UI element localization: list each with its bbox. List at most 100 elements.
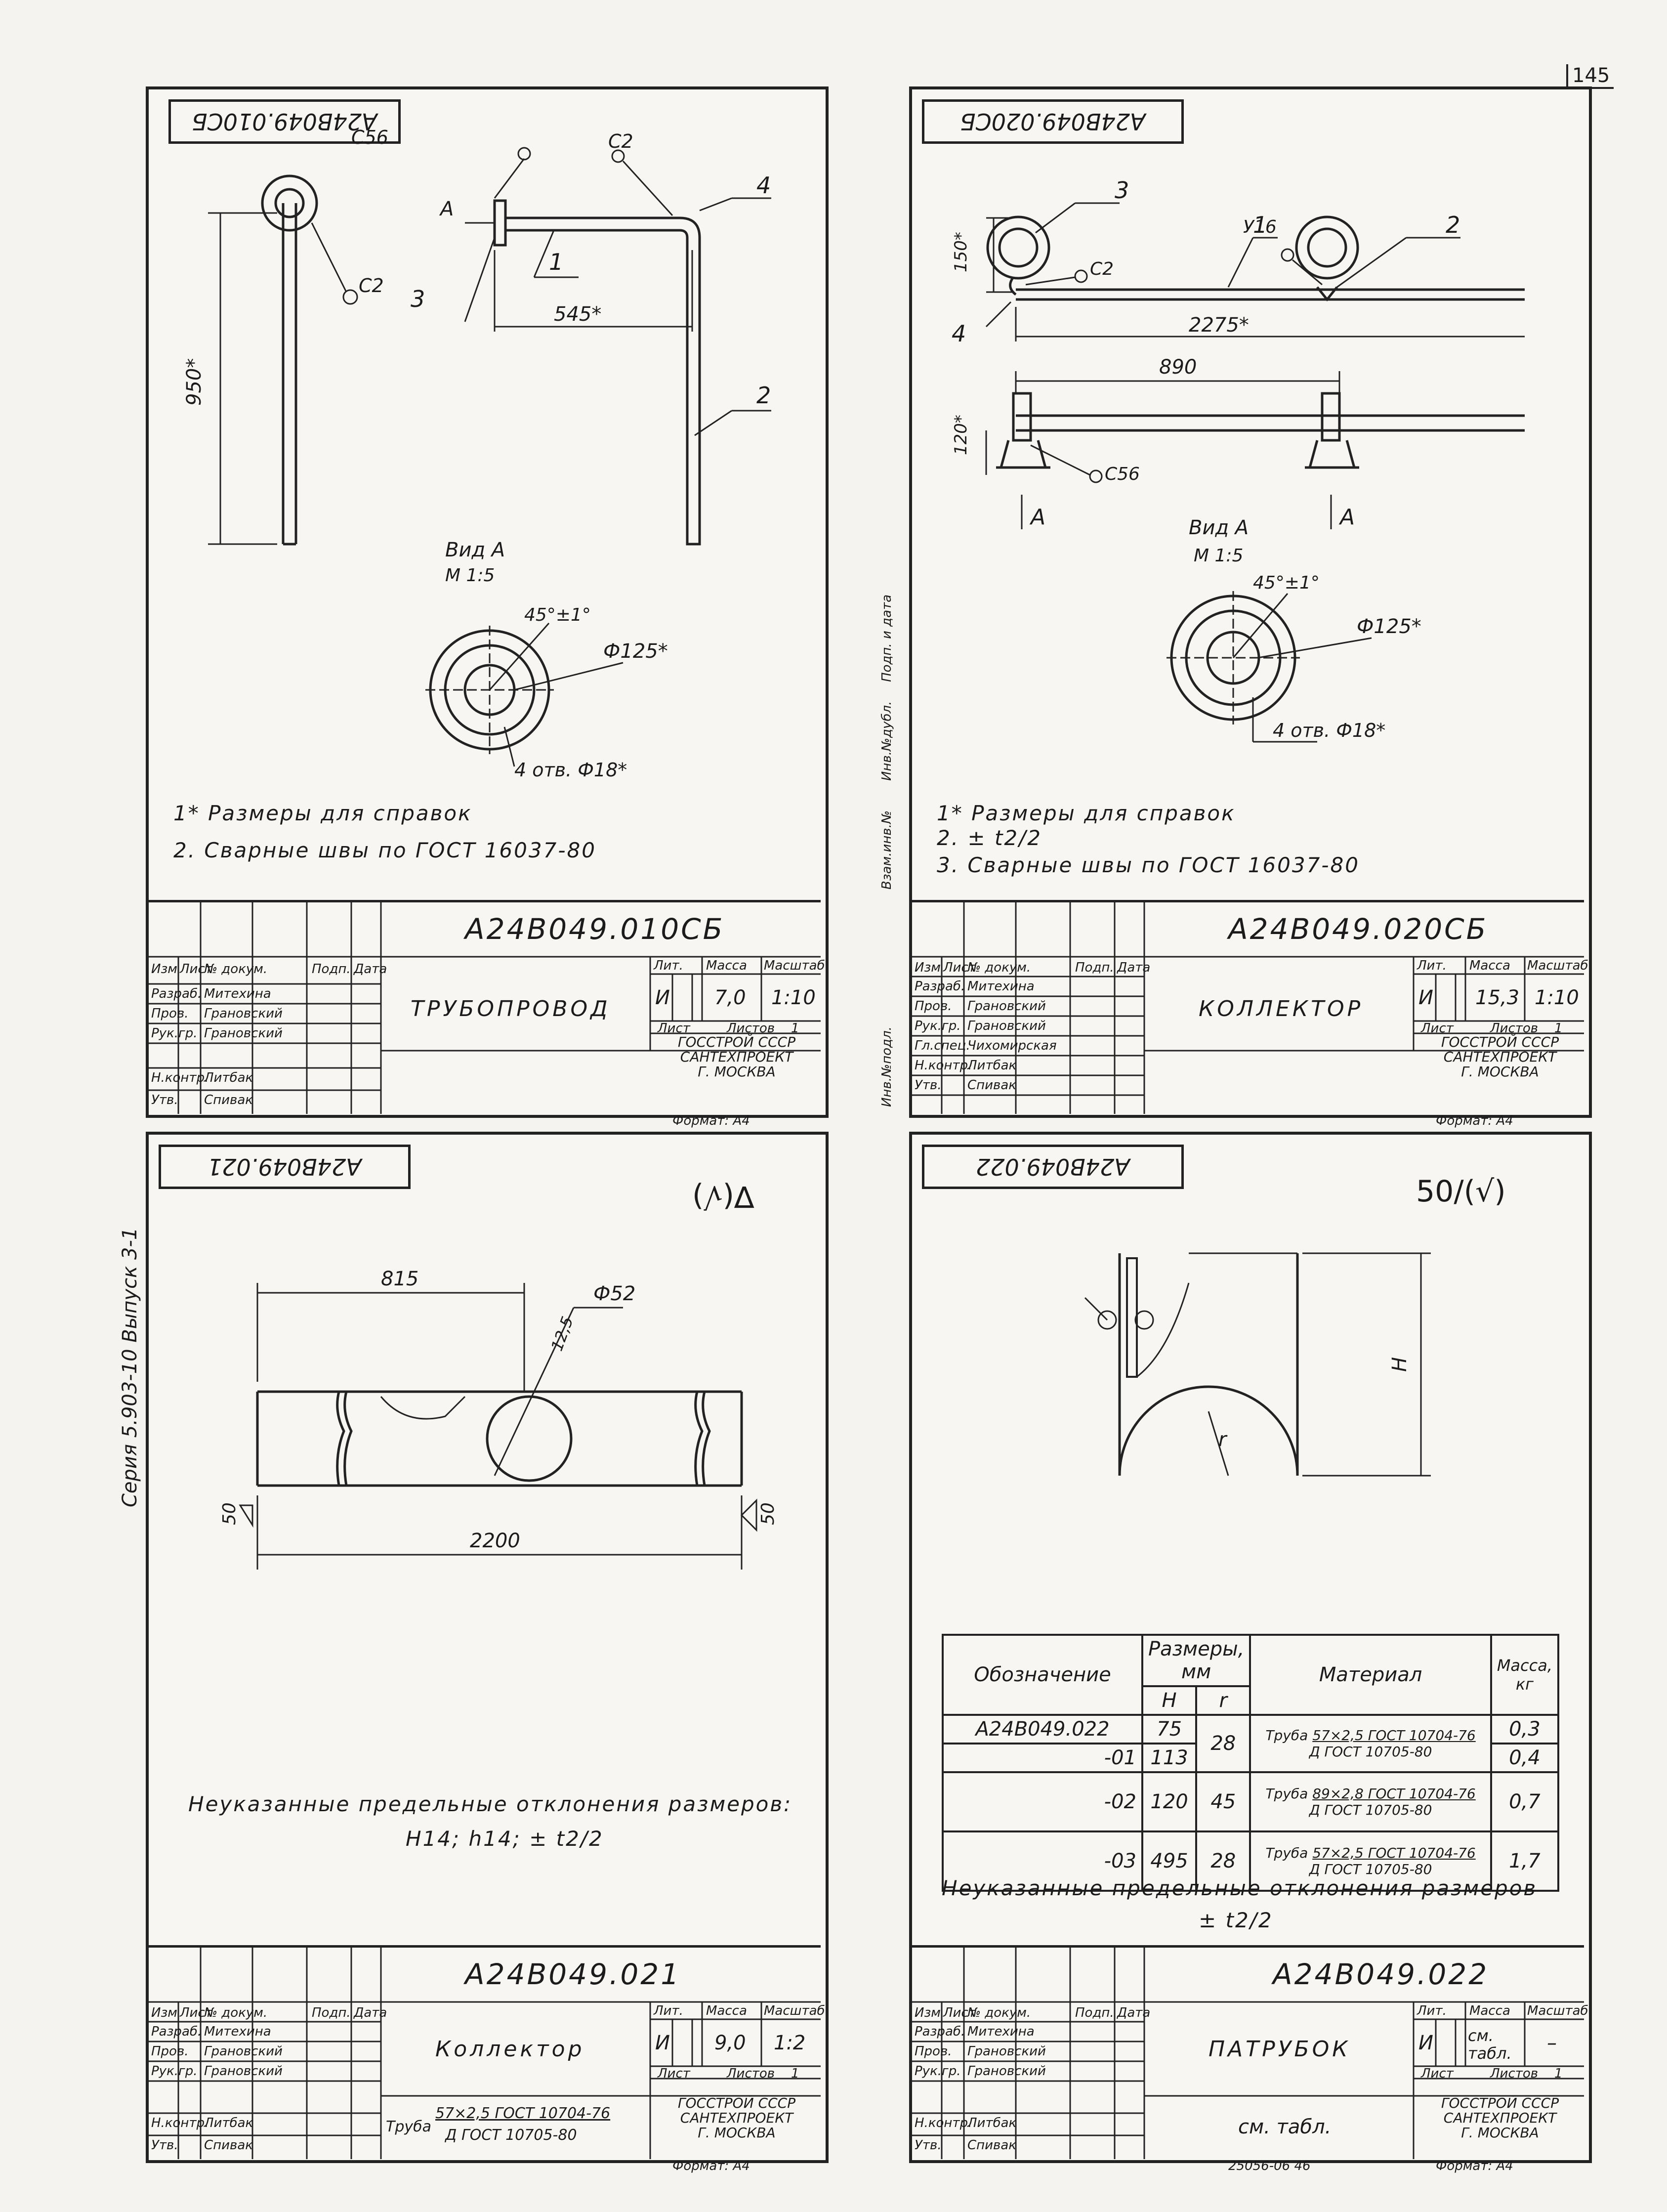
org-line-1: ГОССТРОЙ СССР bbox=[1441, 2095, 1559, 2111]
stamp-role: Утв. bbox=[151, 2138, 178, 2153]
cell-r: 28 bbox=[1195, 1714, 1251, 1773]
side-stamp-1: Взам.инв.№ bbox=[879, 810, 894, 890]
note-2: ± t2/2 bbox=[1199, 1908, 1273, 1932]
lit-label: Лит. bbox=[654, 958, 683, 973]
scale-value: 1:10 bbox=[771, 986, 816, 1009]
title-block-grid bbox=[149, 902, 821, 1114]
series-label: Серия 5.903-10 Выпуск 3-1 bbox=[119, 1227, 141, 1507]
stamp-person: Литбак bbox=[967, 2116, 1017, 2130]
stamp-h-list: Лист bbox=[943, 2005, 976, 2020]
dim-height-2: 120* bbox=[951, 415, 971, 455]
sheets-count: 1 bbox=[1554, 2066, 1563, 2081]
sheet-collector: А24В049.020СБ bbox=[909, 86, 1592, 1128]
dim-height: 950* bbox=[183, 358, 206, 406]
stamp-person: Литбак bbox=[967, 1058, 1017, 1073]
weld-c2-side: С2 bbox=[359, 275, 384, 297]
stamp-h-doc: № докум. bbox=[204, 962, 268, 977]
mat-top: 57×2,5 ГОСТ 10704-76 bbox=[1312, 1845, 1476, 1861]
sheet-branch-pipe: А24В049.022 50/(√) H r Обозначение Разме… bbox=[909, 1132, 1592, 2173]
mass-label: Масса bbox=[1469, 958, 1510, 973]
stamp-h-date: Дата bbox=[1117, 960, 1151, 975]
stamp-h-doc: № докум. bbox=[204, 2005, 268, 2020]
pos-4: 4 bbox=[756, 172, 771, 199]
sheets-label: Листов bbox=[727, 1021, 775, 1036]
stamp-role: Пров. bbox=[915, 2044, 952, 2059]
view-angle: 45°±1° bbox=[1253, 573, 1320, 593]
dim-length: 545* bbox=[554, 303, 601, 326]
sheets-label: Листов bbox=[1490, 2066, 1539, 2081]
dim-height: 150* bbox=[951, 232, 971, 272]
mat-bottom: Д ГОСТ 10705-80 bbox=[1309, 1802, 1432, 1818]
stamp-h-izm: Изм bbox=[151, 962, 177, 977]
org-line-2: САНТЕХПРОЕКТ bbox=[680, 2110, 793, 2126]
pipeline-drawing: 950* 545* С56 С2 С2 А 1 2 3 4 Вид А М 1:… bbox=[183, 127, 771, 781]
cell-mass: 0,3 bbox=[1490, 1714, 1560, 1744]
drawing-name: КОЛЛЕКТОР bbox=[1199, 996, 1364, 1021]
stamp-person: Спивак bbox=[204, 1093, 253, 1107]
org-line-2: САНТЕХПРОЕКТ bbox=[680, 1049, 793, 1065]
stamp-h-list: Лист bbox=[180, 962, 212, 977]
side-stamp-2: Инв.№дубл. bbox=[879, 701, 894, 781]
title-block-grid bbox=[149, 1948, 821, 2159]
roughness-symbol: 50/(√) bbox=[1416, 1174, 1506, 1209]
mat-prefix: Труба bbox=[1265, 1786, 1308, 1802]
table-row: А24В049.022 75 28 Труба 57×2,5 ГОСТ 1070… bbox=[942, 1714, 1560, 1773]
drawing-code: А24В049.010СБ bbox=[465, 912, 725, 946]
stamp-h-list: Лист bbox=[943, 960, 976, 975]
dim-length: 2275* bbox=[1189, 314, 1249, 337]
weld-y16: У16 bbox=[1243, 217, 1277, 237]
th-h: H bbox=[1141, 1685, 1198, 1716]
scale-value: – bbox=[1547, 2032, 1557, 2054]
stamp-h-sign: Подп. bbox=[312, 962, 351, 977]
side-stamp-4: Инв.№подл. bbox=[879, 1026, 894, 1107]
cell-h: 75 bbox=[1141, 1714, 1198, 1744]
weld-c56: С56 bbox=[1105, 464, 1140, 484]
stamp-role: Н.контр. bbox=[151, 2116, 209, 2130]
pos-2: 2 bbox=[756, 382, 771, 409]
cell-mass: 0,7 bbox=[1490, 1771, 1560, 1832]
stamp-h-date: Дата bbox=[354, 2005, 387, 2020]
stamp-h-doc: № докум. bbox=[967, 960, 1031, 975]
mass-label: Масса bbox=[706, 2003, 747, 2018]
sheet-collector-part: А24В049.021 ∇(√) 815 Ф52 12,5 2200 50 50 bbox=[146, 1132, 829, 2173]
cell-material: Труба 57×2,5 ГОСТ 10704-76 Д ГОСТ 10705-… bbox=[1249, 1830, 1492, 1892]
lit-label: Лит. bbox=[1417, 2003, 1447, 2018]
stamp-h-izm: Изм bbox=[151, 2005, 177, 2020]
mirrored-code-box: А24В049.010СБ bbox=[168, 99, 401, 144]
drawing-code: А24В049.020СБ bbox=[1228, 912, 1488, 946]
org-line-2: САНТЕХПРОЕКТ bbox=[1443, 2110, 1557, 2126]
view-diameter: Ф125* bbox=[1357, 615, 1421, 638]
stamp-h-list: Лист bbox=[180, 2005, 212, 2020]
stamp-h-sign: Подп. bbox=[312, 2005, 351, 2020]
stamp-h-date: Дата bbox=[354, 962, 387, 977]
view-scale: М 1:5 bbox=[1194, 546, 1243, 566]
stamp-person: Грановский bbox=[204, 2044, 283, 2059]
scale-value: 1:10 bbox=[1535, 986, 1579, 1009]
mat-top: 89×2,8 ГОСТ 10704-76 bbox=[1312, 1786, 1476, 1802]
sub-name: см. табл. bbox=[1238, 2116, 1332, 2138]
pos-1: 1 bbox=[549, 249, 563, 275]
stamp-h-sign: Подп. bbox=[1075, 960, 1114, 975]
side-stamp-3: Подп. и дата bbox=[879, 594, 894, 682]
scale-value: 1:2 bbox=[774, 2032, 806, 2054]
cell-mass: 0,4 bbox=[1490, 1743, 1560, 1773]
table-row: -03 495 28 Труба 57×2,5 ГОСТ 10704-76 Д … bbox=[942, 1830, 1560, 1892]
mirrored-code-box: А24В049.020СБ bbox=[922, 99, 1184, 144]
cell-material: Труба 89×2,8 ГОСТ 10704-76 Д ГОСТ 10705-… bbox=[1249, 1771, 1492, 1832]
cut-right: 50 bbox=[758, 1502, 778, 1525]
dim-h: H bbox=[1388, 1357, 1411, 1372]
mirrored-code-box: А24В049.021 bbox=[159, 1145, 411, 1189]
lit-value: И bbox=[655, 986, 670, 1009]
stamp-person: Литбак bbox=[204, 1070, 253, 1085]
org-block: ГОССТРОЙ СССР САНТЕХПРОЕКТ Г. МОСКВА bbox=[663, 1035, 811, 1079]
sheets-count: 1 bbox=[1554, 1021, 1563, 1036]
th-material: Материал bbox=[1249, 1634, 1492, 1716]
title-block-grid bbox=[912, 1948, 1584, 2159]
view-arrow-a-left: А bbox=[1029, 505, 1045, 530]
mat-top: 57×2,5 ГОСТ 10704-76 bbox=[1312, 1727, 1476, 1744]
view-angle: 45°±1° bbox=[524, 605, 591, 625]
material-bottom: Д ГОСТ 10705-80 bbox=[445, 2127, 577, 2144]
th-sizes: Размеры, мм bbox=[1141, 1634, 1251, 1687]
scale-label: Масштаб bbox=[764, 2003, 825, 2018]
sheets-count: 1 bbox=[791, 2066, 799, 2081]
